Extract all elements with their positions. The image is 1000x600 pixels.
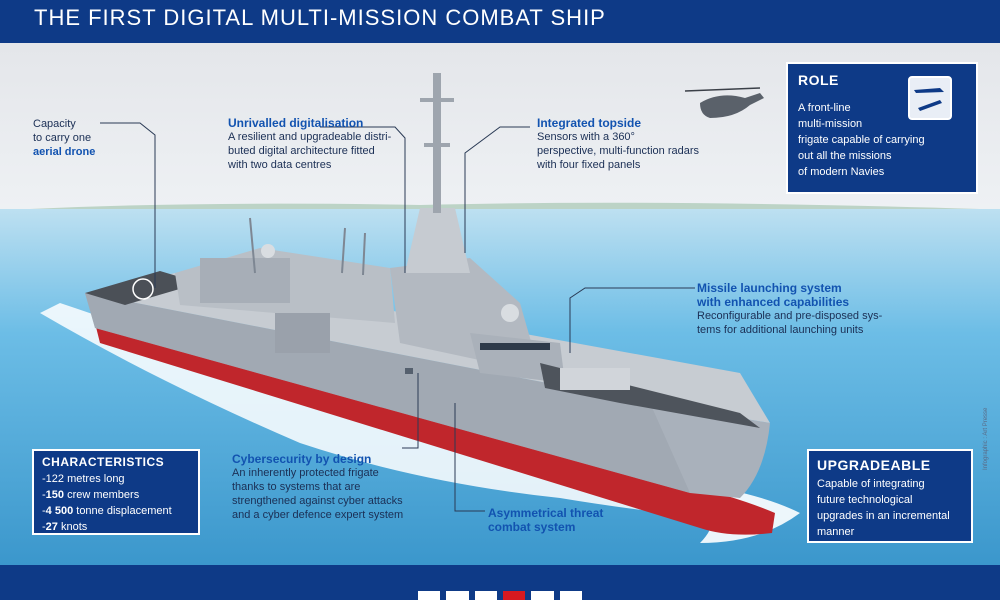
hull-waterline: [95, 323, 775, 535]
callout-missile: Missile launching system with enhanced c…: [697, 281, 897, 337]
char-bullet: -: [42, 473, 46, 485]
digital-line: buted digital architecture fitted: [228, 145, 375, 157]
brand-logo: [418, 591, 582, 600]
upgrade-line: Capable of integrating: [817, 478, 925, 490]
asym-title: Asymmetrical threat: [488, 506, 604, 520]
logo-segment: [446, 591, 469, 600]
role-box: ROLE A front-line multi-mission frigate …: [786, 62, 978, 194]
role-text: A front-line multi-mission frigate capab…: [798, 100, 958, 180]
callout-drone: Capacity to carry one aerial drone: [33, 117, 123, 159]
mast-yard1: [420, 98, 454, 102]
helipad-circle: [132, 278, 154, 300]
logo-segment: [418, 591, 441, 600]
cyber-line: strengthened against cyber attacks: [232, 495, 403, 507]
logo-segment: [559, 591, 582, 600]
hull-shadow: [85, 293, 690, 493]
antenna-3: [362, 232, 366, 276]
page-subtitle: THE FIRST DIGITAL MULTI-MISSION COMBAT S…: [34, 5, 606, 30]
char-item: -122 metres long: [42, 471, 192, 487]
radome-2: [501, 304, 519, 322]
upgradeable-box: UPGRADEABLE Capable of integrating futur…: [807, 449, 973, 543]
role-title: ROLE: [798, 72, 839, 88]
digital-line: A resilient and upgradeable distri-: [228, 131, 392, 143]
char-text: 122 metres long: [45, 473, 125, 485]
callout-digitalisation: Unrivalled digitalisation A resilient an…: [228, 116, 408, 172]
digital-line: with two data centres: [228, 159, 332, 171]
upgrade-line: upgrades in an incremental: [817, 510, 950, 522]
distant-coast: [30, 202, 980, 209]
helipad: [85, 271, 200, 305]
callout-cybersecurity: Cybersecurity by design An inherently pr…: [232, 452, 432, 522]
topside-line: perspective, multi-function radars: [537, 145, 700, 157]
asym-title: combat system: [488, 520, 576, 534]
integrated-mast: [405, 208, 470, 273]
digital-title: Unrivalled digitalisation: [228, 116, 364, 130]
logo-segment: [474, 591, 497, 600]
char-item: -27 knots: [42, 519, 192, 535]
callout-topside: Integrated topside Sensors with a 360° p…: [537, 116, 717, 172]
helicopter-icon: [684, 87, 764, 118]
logo-segment: [502, 591, 526, 600]
topside-line: Sensors with a 360°: [537, 131, 635, 143]
role-line: out all the missions: [798, 150, 892, 162]
hull-door: [405, 368, 413, 374]
char-text: crew members: [64, 489, 140, 501]
antenna-1: [249, 217, 256, 274]
role-ship-icon: [908, 76, 952, 120]
char-value: 4 500: [45, 505, 74, 517]
cyber-title: Cybersecurity by design: [232, 452, 372, 466]
header-bar: THE FIRST DIGITAL MULTI-MISSION COMBAT S…: [0, 0, 1000, 43]
image-credit: Infographic : Art Presse: [983, 407, 989, 470]
topside-line: with four fixed panels: [537, 159, 641, 171]
bridge-windows: [480, 343, 550, 350]
char-text: knots: [57, 521, 88, 533]
antenna-2: [341, 227, 346, 274]
radome: [261, 244, 275, 258]
role-line: A front-line: [798, 102, 851, 114]
char-bullet: -: [42, 521, 46, 533]
drone-line1: Capacity: [33, 118, 76, 130]
char-item: -150 crew members: [42, 487, 192, 503]
char-value: 27: [45, 521, 58, 533]
role-line: frigate capable of carrying: [798, 134, 925, 146]
cyber-line: An inherently protected frigate: [232, 467, 379, 479]
callout-asymmetrical: Asymmetrical threat combat system: [488, 506, 648, 534]
characteristics-title: CHARACTERISTICS: [42, 455, 165, 469]
drone-bold: aerial drone: [33, 146, 96, 158]
cyber-line: thanks to systems that are: [232, 481, 361, 493]
mast-yard2: [424, 143, 450, 147]
drone-line2: to carry one: [33, 132, 92, 144]
char-value: 150: [45, 489, 65, 501]
upgradeable-text: Capable of integrating future technologi…: [817, 476, 967, 540]
cyber-line: and a cyber defence expert system: [232, 509, 404, 521]
missile-line: tems for additional launching units: [697, 324, 864, 336]
missile-title: Missile launching system: [697, 281, 842, 295]
role-line: of modern Navies: [798, 166, 885, 178]
char-bullet: -: [42, 505, 46, 517]
hangar: [200, 258, 290, 303]
role-line: multi-mission: [798, 118, 863, 130]
vls-module: [560, 368, 630, 390]
characteristics-box: CHARACTERISTICS -122 metres long -150 cr…: [32, 449, 200, 535]
footer-bar: [0, 565, 1000, 600]
upgrade-line: future technological: [817, 494, 913, 506]
topside-title: Integrated topside: [537, 116, 642, 130]
missile-line: Reconfigurable and pre-disposed sys-: [697, 310, 883, 322]
upgradeable-title: UPGRADEABLE: [817, 457, 931, 473]
logo-segment: [531, 591, 554, 600]
characteristics-list: -122 metres long -150 crew members -4 50…: [42, 471, 192, 535]
panel: [275, 313, 330, 353]
char-item: -4 500 tonne displacement: [42, 503, 192, 519]
char-text: tonne displacement: [73, 505, 172, 517]
leader-lines: [100, 122, 695, 512]
missile-title: with enhanced capabilities: [697, 295, 850, 309]
char-bullet: -: [42, 489, 46, 501]
upgrade-line: manner: [817, 526, 855, 538]
